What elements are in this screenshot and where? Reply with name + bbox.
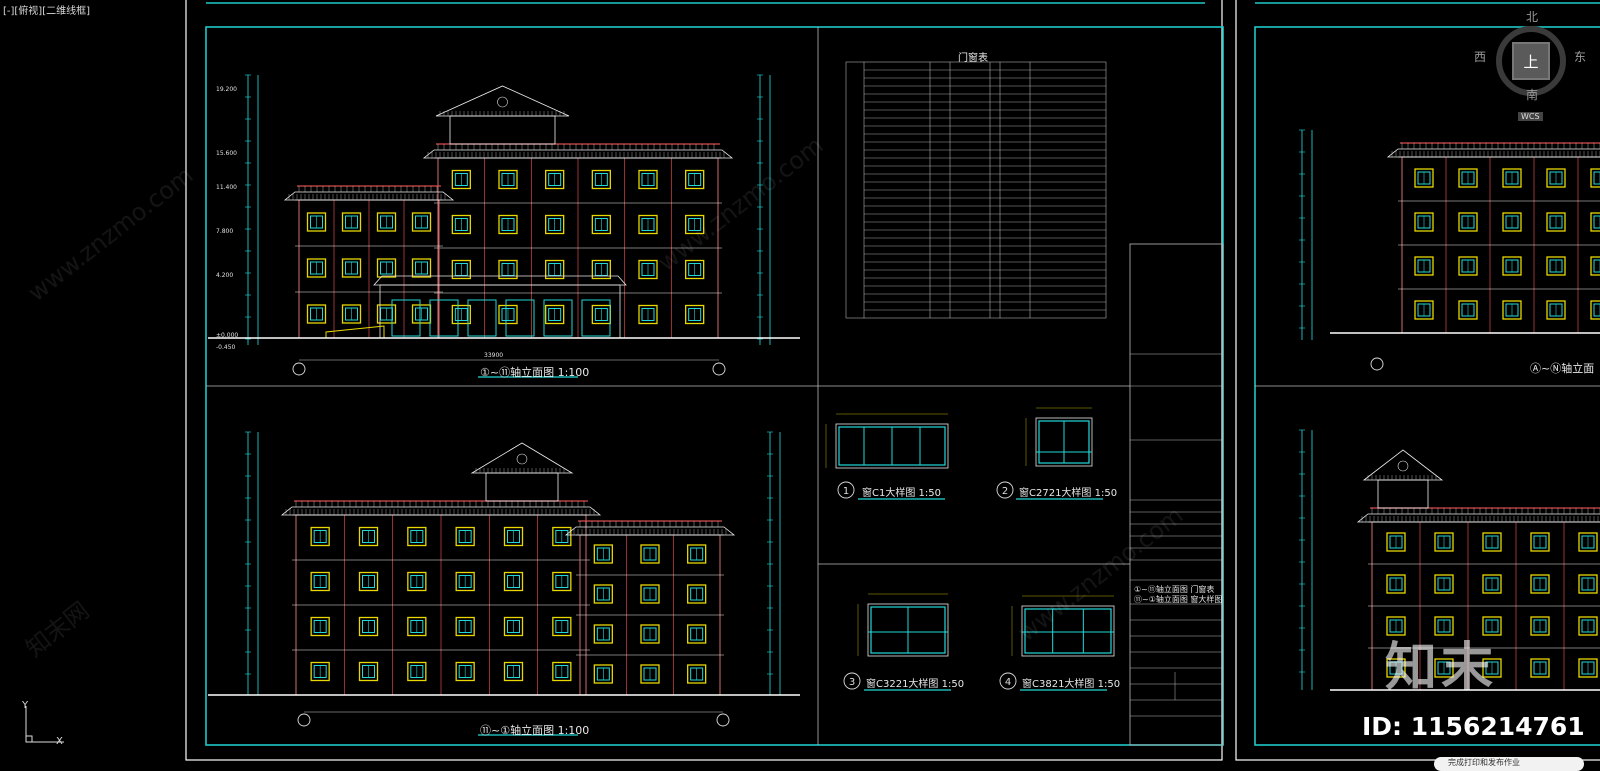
elevation-1-caption: ①~⑪轴立面图 1:100 — [480, 366, 590, 379]
elevation-3-caption: Ⓐ~Ⓝ轴立面 — [1530, 362, 1595, 375]
detail-4-caption: 窗C3821大样图 1:50 — [1022, 679, 1121, 690]
toast-text: 完成打印和发布作业 — [1448, 758, 1520, 767]
view-cube-top-face[interactable]: 上 — [1512, 42, 1550, 80]
svg-text:4: 4 — [1005, 677, 1011, 688]
compass-ring[interactable] — [1496, 26, 1566, 96]
level-4200: 4.200 — [216, 272, 234, 279]
door-window-table-title: 门窗表 — [958, 53, 988, 64]
level-11400: 11.400 — [216, 184, 237, 191]
compass-north[interactable]: 北 — [1526, 10, 1539, 24]
compass-south[interactable]: 南 — [1526, 88, 1539, 102]
wcs-menu[interactable]: WCS — [1518, 112, 1543, 121]
titleblock-drawing-name-2: ⑪~①轴立面图 窗大样图 — [1134, 595, 1223, 604]
watermark-logo: 知末 — [1385, 638, 1498, 698]
view-cube[interactable]: 上 北 南 东 西 WCS — [1474, 8, 1588, 121]
dimension-total: 33900 — [484, 352, 504, 359]
detail-2-caption: 窗C2721大样图 1:50 — [1019, 488, 1118, 499]
compass-west[interactable]: 西 — [1474, 50, 1487, 64]
ucs-x-label: X — [56, 736, 63, 747]
ucs-y-label: Y — [22, 700, 29, 711]
level-0000: ±0.000 — [216, 332, 239, 339]
level-19200: 19.200 — [216, 86, 237, 93]
detail-3-caption: 窗C3221大样图 1:50 — [866, 679, 965, 690]
svg-text:3: 3 — [849, 677, 855, 688]
compass-east[interactable]: 东 — [1574, 50, 1587, 64]
elevation-2-caption: ⑪~①轴立面图 1:100 — [480, 724, 590, 737]
viewport-control-label[interactable]: [-][俯视][二维线框] — [3, 6, 91, 17]
print-complete-toast[interactable]: 完成打印和发布作业 — [1434, 757, 1584, 771]
titleblock-drawing-name: ①~⑪轴立面图 门窗表 — [1134, 585, 1215, 594]
svg-text:2: 2 — [1002, 486, 1008, 497]
level-7800: 7.800 — [216, 228, 234, 235]
level-minus-450: -0.450 — [216, 344, 236, 351]
level-15600: 15.600 — [216, 150, 237, 157]
ucs-icon — [25, 706, 64, 743]
detail-1-caption: 窗C1大样图 1:50 — [862, 488, 941, 499]
svg-text:1: 1 — [843, 486, 849, 497]
watermark-id: ID: 1156214761 — [1362, 712, 1585, 741]
